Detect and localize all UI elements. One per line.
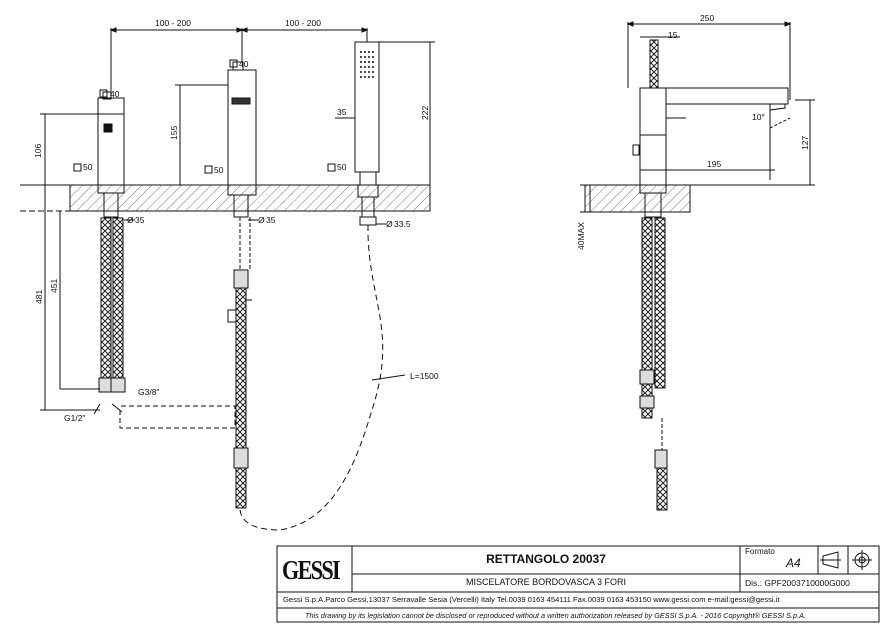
format-label: Formato (745, 547, 775, 556)
dim-hose-length: L=1500 (410, 371, 439, 381)
dim-40max: 40MAX (576, 222, 586, 250)
dim-sq50-left: 50 (83, 162, 93, 172)
handshower (354, 41, 380, 173)
gessi-logo: GESSI (282, 555, 341, 585)
dim-481: 481 (34, 290, 44, 304)
product-title: RETTANGOLO 20037 (486, 552, 606, 566)
spout-body (227, 69, 257, 186)
dim-250: 250 (700, 13, 714, 23)
title-block-frame (276, 545, 880, 623)
dim-d33-5: 33.5 (394, 219, 411, 229)
dim-g38: G3/8" (138, 387, 159, 397)
dim-15: 15 (668, 30, 678, 40)
dim-sq40-spout: 40 (239, 59, 249, 69)
dim-d35-left: 35 (135, 215, 145, 225)
svg-text:Ø: Ø (258, 215, 265, 225)
shower-nozzle-grid (360, 51, 374, 78)
dim-sq50-shower: 50 (337, 162, 347, 172)
dim-angle: 10° (752, 112, 765, 122)
front-view (20, 27, 435, 531)
countertop-side (584, 184, 691, 213)
side-view-labels: 250 15 10° 195 127 40MAX (576, 13, 810, 250)
dim-sq50-spout: 50 (214, 165, 224, 175)
dim-spacing-1: 100 - 200 (155, 18, 191, 28)
copyright-line: This drawing by its legislation cannot b… (305, 611, 807, 620)
dim-222: 222 (420, 106, 430, 120)
side-hose-b (654, 217, 666, 389)
dim-g12: G1/2" (64, 413, 85, 423)
left-hose-a (100, 217, 112, 379)
left-hose-b (112, 217, 124, 379)
side-hose-a (641, 217, 653, 419)
countertop-front (69, 184, 431, 212)
dim-127: 127 (800, 136, 810, 150)
spout-hose (235, 287, 247, 449)
projection-symbol (820, 550, 872, 570)
side-spout-arm (665, 87, 789, 105)
dim-spacing-2: 100 - 200 (285, 18, 321, 28)
svg-text:Ø: Ø (127, 215, 134, 225)
dim-155: 155 (169, 126, 179, 140)
dim-106: 106 (33, 144, 43, 158)
svg-text:Ø: Ø (386, 219, 393, 229)
drawing-number: Dis.: GPF2003710000G000 (745, 578, 850, 588)
dim-35-width: 35 (337, 107, 347, 117)
side-view (580, 21, 815, 511)
product-description: MISCELATORE BORDOVASCA 3 FORI (465, 577, 627, 587)
dim-d35-spout: 35 (266, 215, 276, 225)
format-value: A4 (786, 556, 801, 570)
front-view-labels: 100 - 200 100 - 200 40 40 106 155 222 35… (33, 18, 439, 423)
side-lever (649, 39, 659, 89)
dim-sq40-left: 40 (110, 89, 120, 99)
dim-195: 195 (707, 159, 721, 169)
company-line: Gessi S.p.A.Parco Gessi,13037 Serravalle… (283, 595, 780, 604)
left-valve-body (97, 97, 125, 186)
dim-451: 451 (49, 279, 59, 293)
